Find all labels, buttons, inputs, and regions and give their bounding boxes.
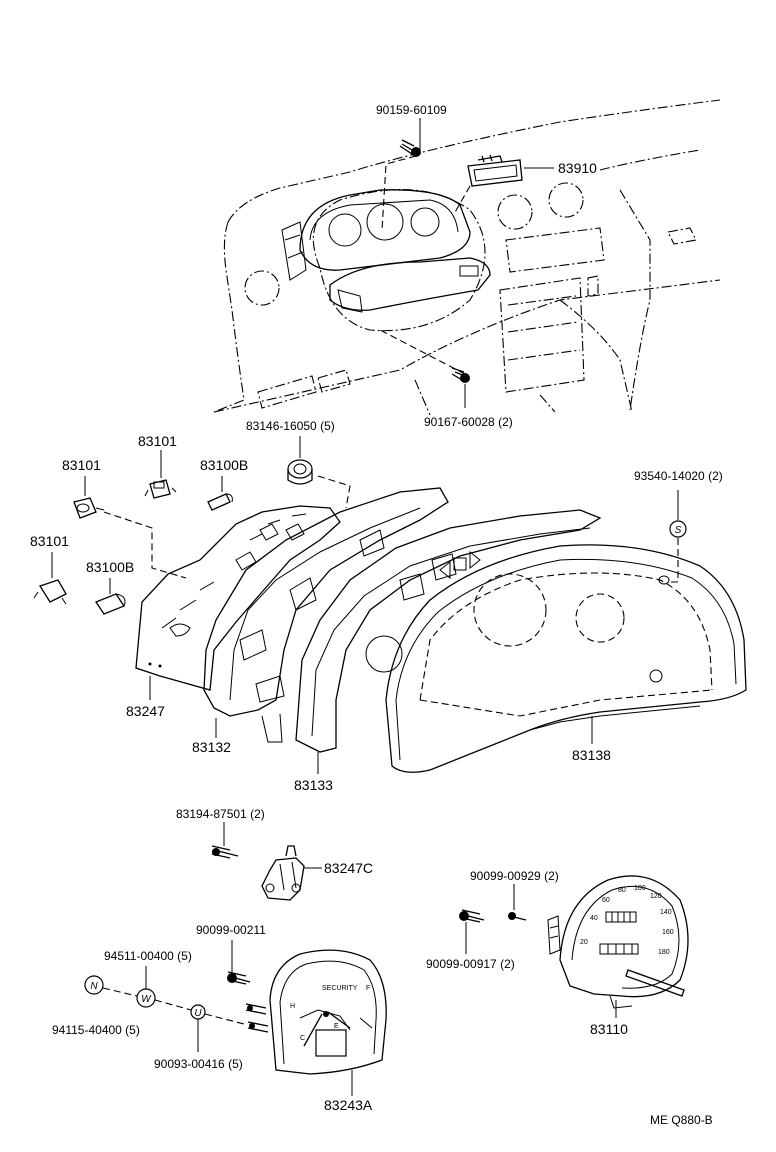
washer-94511-icon: W xyxy=(136,988,156,1008)
clock-83910-icon xyxy=(467,154,523,187)
label-83132: 83132 xyxy=(192,739,231,755)
gauge-83243A-icon: H C E F SECURITY xyxy=(269,949,387,1075)
label-90159-60109: 90159-60109 xyxy=(376,103,447,117)
speedometer-83110-icon: 20 40 60 80 100 120 140 160 180 xyxy=(547,875,689,1009)
symbol-n: N xyxy=(90,981,98,992)
label-83100B-lower: 83100B xyxy=(86,559,134,575)
screw-83194-icon xyxy=(211,845,239,859)
label-94115-40400: 94115-40400 (5) xyxy=(52,1023,140,1037)
label-83243A: 83243A xyxy=(324,1097,373,1113)
bracket-83247C-icon xyxy=(261,845,305,901)
label-83194-87501: 83194-87501 (2) xyxy=(176,807,265,821)
footer-code: ME Q880-B xyxy=(650,1113,713,1127)
symbol-w: W xyxy=(141,994,152,1005)
label-94511-00400: 94511-00400 (5) xyxy=(104,949,192,963)
bulb-83100B-upper-icon xyxy=(207,493,233,511)
label-83110: 83110 xyxy=(590,1021,628,1037)
speedo-num-0: 20 xyxy=(580,939,588,946)
gauge-h-label: H xyxy=(290,1003,295,1010)
label-90099-00929: 90099-00929 (2) xyxy=(470,869,559,883)
grommet-83146-icon xyxy=(287,459,313,485)
terminals-icon xyxy=(245,1003,269,1033)
nut-94115-icon: N xyxy=(84,975,104,995)
part-labels: 90159-60109 83910 90167-60028 (2) 83146-… xyxy=(30,103,723,1127)
label-83138: 83138 xyxy=(572,747,611,763)
speedo-num-7: 160 xyxy=(662,929,674,936)
socket-83101-upper-icon xyxy=(144,479,177,499)
case-83132-icon xyxy=(203,487,449,743)
gauge-f-label: F xyxy=(366,985,370,992)
label-90093-00416: 90093-00416 (5) xyxy=(154,1057,243,1071)
speedo-num-6: 140 xyxy=(660,909,672,916)
bulb-83100B-lower-icon xyxy=(95,593,126,615)
label-83910: 83910 xyxy=(558,160,597,176)
label-83101-left: 83101 xyxy=(62,457,101,473)
label-83101-upper: 83101 xyxy=(138,433,177,449)
label-83101-lower: 83101 xyxy=(30,533,69,549)
screw-90099-00211-icon xyxy=(227,971,251,985)
printed-circuit-83247-icon xyxy=(135,505,341,691)
speedo-num-5: 120 xyxy=(650,893,662,900)
screw-90099-00917-icon xyxy=(459,909,485,923)
socket-83101-left-icon xyxy=(73,497,105,519)
label-83247C: 83247C xyxy=(324,860,373,876)
speedo-num-8: 180 xyxy=(658,949,670,956)
screw-93540-icon: S xyxy=(658,520,687,585)
gauge-security-label: SECURITY xyxy=(322,985,358,992)
label-90099-00917: 90099-00917 (2) xyxy=(426,957,515,971)
socket-83101-lower-icon xyxy=(33,579,67,605)
screw-90159-icon xyxy=(399,139,421,157)
speedo-num-3: 80 xyxy=(618,887,626,894)
screw-90167-icon xyxy=(451,367,470,383)
label-90167-60028: 90167-60028 (2) xyxy=(424,415,513,429)
label-83247: 83247 xyxy=(126,703,165,719)
label-83146-16050: 83146-16050 (5) xyxy=(246,419,335,433)
speedo-num-4: 100 xyxy=(634,885,646,892)
label-83100B-upper: 83100B xyxy=(200,457,248,473)
washer-90093-icon: U xyxy=(190,1004,206,1020)
symbol-s: S xyxy=(675,525,682,536)
screw-90099-00929-icon xyxy=(508,912,527,921)
dashboard-assembly xyxy=(213,99,721,416)
label-90099-00211: 90099-00211 xyxy=(196,923,266,937)
plate-83133-icon xyxy=(295,509,602,753)
label-83133: 83133 xyxy=(294,777,333,793)
speedo-num-2: 60 xyxy=(602,897,610,904)
speedo-num-1: 40 xyxy=(590,915,598,922)
label-93540-14020: 93540-14020 (2) xyxy=(634,469,723,483)
symbol-u: U xyxy=(194,1008,202,1019)
gauge-c-label: C xyxy=(300,1035,305,1042)
glass-83138-icon xyxy=(385,544,747,773)
gauge-e-label: E xyxy=(334,1023,339,1030)
